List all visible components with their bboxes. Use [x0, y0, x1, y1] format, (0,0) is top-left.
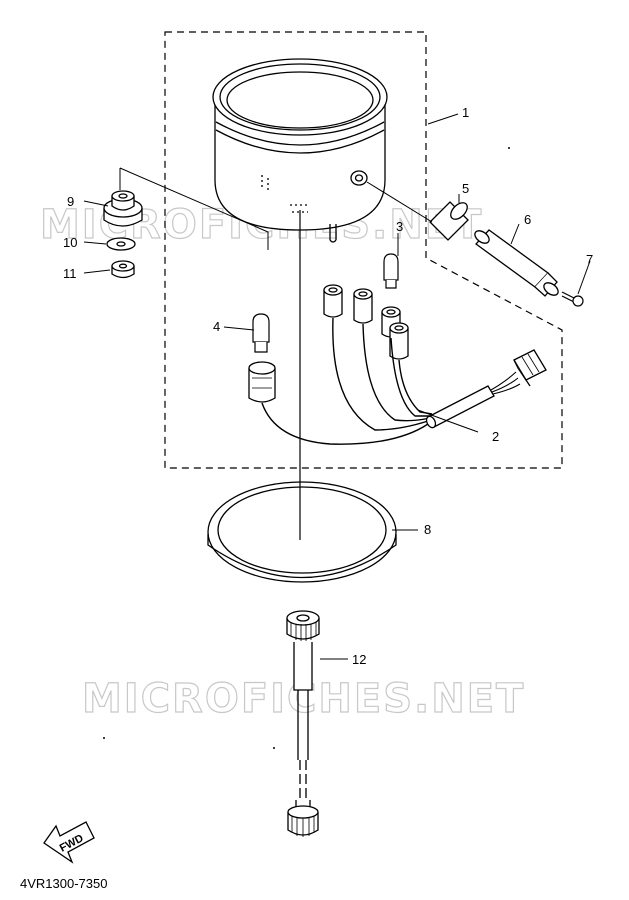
screw: [561, 291, 584, 307]
assembly-boundary: [164, 31, 563, 469]
collar: [429, 201, 469, 241]
collar-alignment-line: [366, 181, 433, 223]
diagram-code: 4VR1300-7350: [20, 876, 108, 891]
callout-5: 5: [462, 181, 469, 196]
callout-3: 3: [396, 219, 403, 234]
grommet: [103, 190, 143, 227]
callout-1: 1: [462, 105, 469, 120]
stray-dot: [273, 747, 275, 749]
meter-case: [212, 58, 388, 243]
bulb: [252, 313, 270, 353]
harness-leads: [490, 371, 521, 395]
sleeve: [474, 229, 559, 297]
callout-7: 7: [586, 252, 593, 267]
callout-12: 12: [352, 652, 366, 667]
stray-dot: [508, 147, 510, 149]
washer: [106, 237, 136, 251]
meter-cable: [286, 610, 320, 837]
harness-connector: [513, 349, 547, 387]
nut: [111, 260, 135, 279]
harness-tube: [425, 385, 495, 429]
mounting-bracket-lines: [119, 167, 269, 250]
callout-8: 8: [424, 522, 431, 537]
fwd-arrow-icon: FWD: [43, 821, 95, 864]
bulb-socket-2: [353, 288, 373, 324]
bulb-socket-large: [248, 361, 276, 403]
callout-6: 6: [524, 212, 531, 227]
callout-2: 2: [492, 429, 499, 444]
small-bulb: [383, 253, 399, 289]
wire-harness: [261, 317, 433, 445]
callout-11: 11: [63, 266, 77, 281]
callout-9: 9: [67, 194, 74, 209]
callout-10: 10: [63, 235, 77, 250]
bulb-socket-4: [389, 322, 409, 360]
bulb-socket-1: [323, 284, 343, 318]
callout-4: 4: [213, 319, 220, 334]
seal-ring: [207, 481, 397, 583]
leader-lines: [83, 113, 591, 660]
stray-dot: [103, 737, 105, 739]
